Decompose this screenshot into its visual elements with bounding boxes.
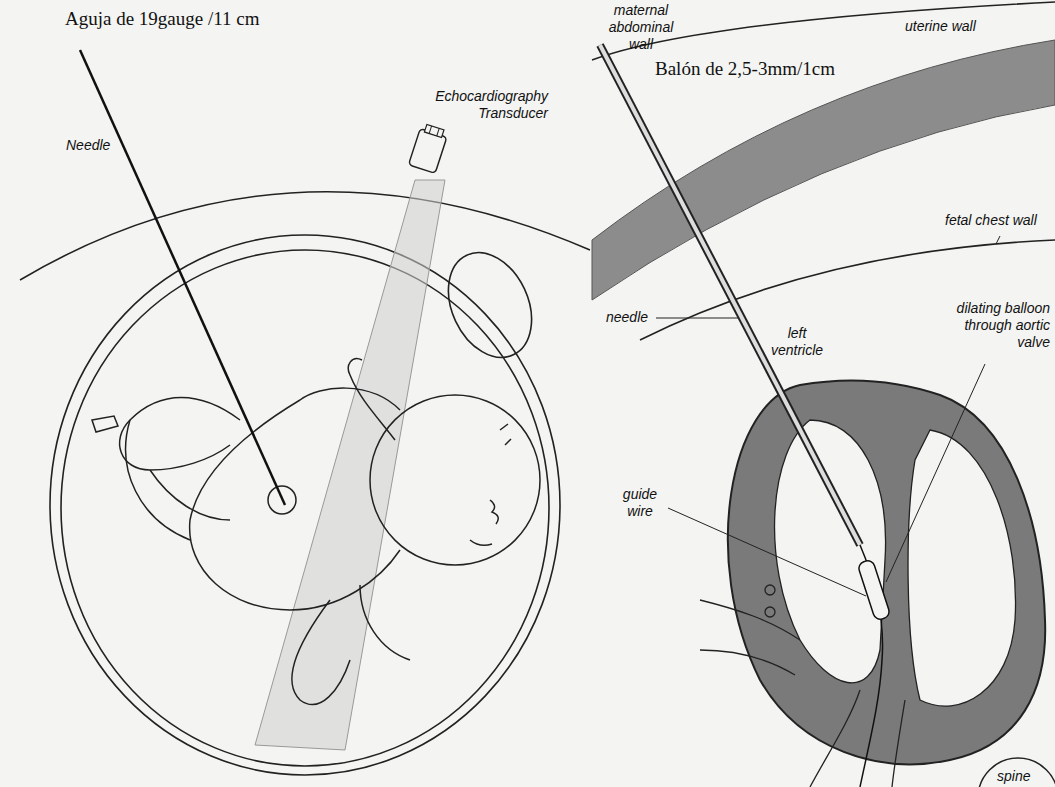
right-ventricle-cavity <box>908 430 1016 706</box>
needle <box>80 50 285 505</box>
maternal-abdomen <box>20 192 590 280</box>
part-label: spine <box>997 768 1041 785</box>
balloon <box>857 559 891 621</box>
part-label: left ventricle <box>765 325 829 359</box>
balloon-spec: Balón de 2,5-3mm/1cm <box>655 58 915 81</box>
needle-outer <box>600 45 860 545</box>
spine-outline <box>978 758 1055 787</box>
part-label: Echocardiography Transducer <box>410 88 548 122</box>
ultrasound-beam <box>255 180 445 750</box>
fetus <box>92 359 540 705</box>
needle-inner <box>600 45 860 545</box>
part-label: maternal abdominal wall <box>598 2 684 52</box>
part-label: uterine wall <box>905 18 1005 35</box>
left-ventricle-cavity <box>775 420 886 683</box>
maternal-wall-line <box>592 2 1055 60</box>
needle-spec: Aguja de 19gauge /11 cm <box>65 8 385 31</box>
part-label: fetal chest wall <box>945 212 1050 229</box>
part-label: needle <box>606 309 656 326</box>
part-label: Needle <box>66 137 126 154</box>
transducer <box>409 123 449 173</box>
leader-lines <box>656 236 1000 596</box>
heart-outline <box>728 381 1045 765</box>
part-label: dilating balloon through aortic valve <box>932 300 1050 350</box>
placenta <box>432 239 547 371</box>
part-label: guide wire <box>612 486 668 520</box>
